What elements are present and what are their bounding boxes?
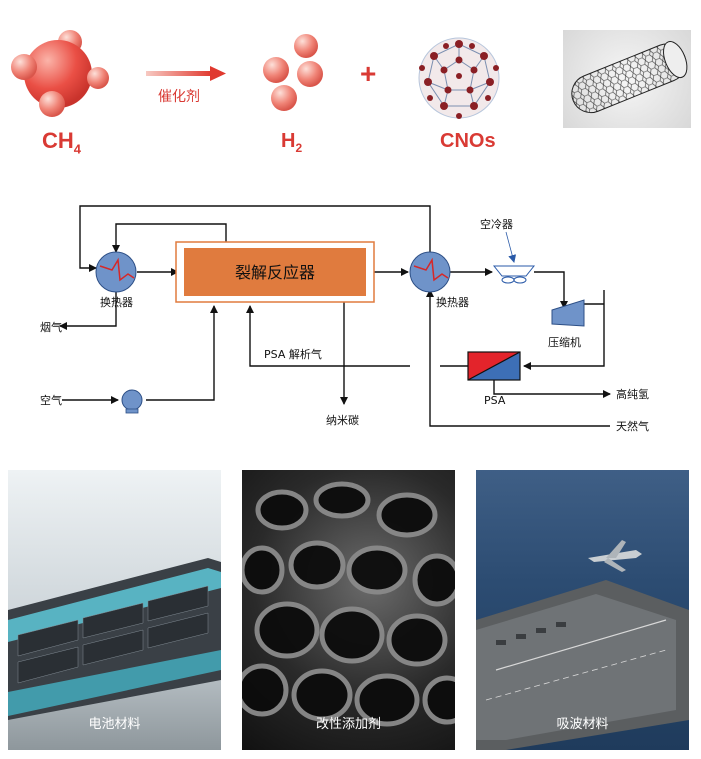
catalyst-label: 催化剂 <box>158 89 200 105</box>
fighter-jet-icon <box>588 540 642 572</box>
reaction-arrow-icon <box>146 66 226 81</box>
psa-unit-icon <box>467 351 521 381</box>
methane-molecule-icon <box>11 30 109 117</box>
nanotube-icon <box>571 41 688 114</box>
hydrogen-molecule-icon <box>263 34 323 111</box>
air-blower-icon <box>121 389 143 414</box>
app-card-battery: 电池材料 <box>8 470 221 750</box>
carbon-nano-onion-icon <box>418 37 500 119</box>
battery-pack-icon <box>8 558 221 720</box>
plus-sign: + <box>360 58 377 89</box>
reactor-label: 裂解反应器 <box>235 263 315 282</box>
hx-right-label: 换热器 <box>436 295 469 309</box>
heat-exchanger-right-icon <box>409 251 451 293</box>
hx-left-label: 换热器 <box>100 295 133 309</box>
app-card-additive: 改性添加剂 <box>242 470 455 750</box>
reactor-block <box>184 248 366 296</box>
air-label: 空气 <box>40 393 62 407</box>
carbon-nanotube-image <box>563 30 691 128</box>
app-card-absorber: 吸波材料 <box>476 470 689 750</box>
flue-gas-label: 烟气 <box>40 320 62 334</box>
heat-exchanger-left-icon <box>95 251 137 293</box>
porous-structure-icon <box>242 481 455 727</box>
app-card-label: 改性添加剂 <box>315 717 381 732</box>
psa-desorb-label: PSA 解析气 <box>264 347 322 361</box>
cnos-label: CNOs <box>440 130 496 152</box>
methane-formula: CH4 <box>42 128 82 157</box>
natural-gas-label: 天然气 <box>616 419 649 433</box>
high-purity-h2-label: 高纯氢 <box>616 387 649 401</box>
psa-label: PSA <box>484 394 506 407</box>
nano-carbon-label: 纳米碳 <box>326 413 359 427</box>
compressor-label: 压缩机 <box>548 335 581 349</box>
hydrogen-formula: H2 <box>281 130 303 155</box>
app-card-label: 吸波材料 <box>556 717 609 732</box>
aircraft-carrier-icon <box>476 540 689 750</box>
air-cooler-label: 空冷器 <box>480 217 513 231</box>
app-card-label: 电池材料 <box>88 717 141 732</box>
compressor-icon <box>551 299 585 327</box>
process-flow-diagram: 裂解反应器 换热器 换热器 空冷器 压缩机 PSA PSA 解析气 烟气 空气 … <box>40 205 649 433</box>
air-cooler-icon <box>492 265 536 284</box>
